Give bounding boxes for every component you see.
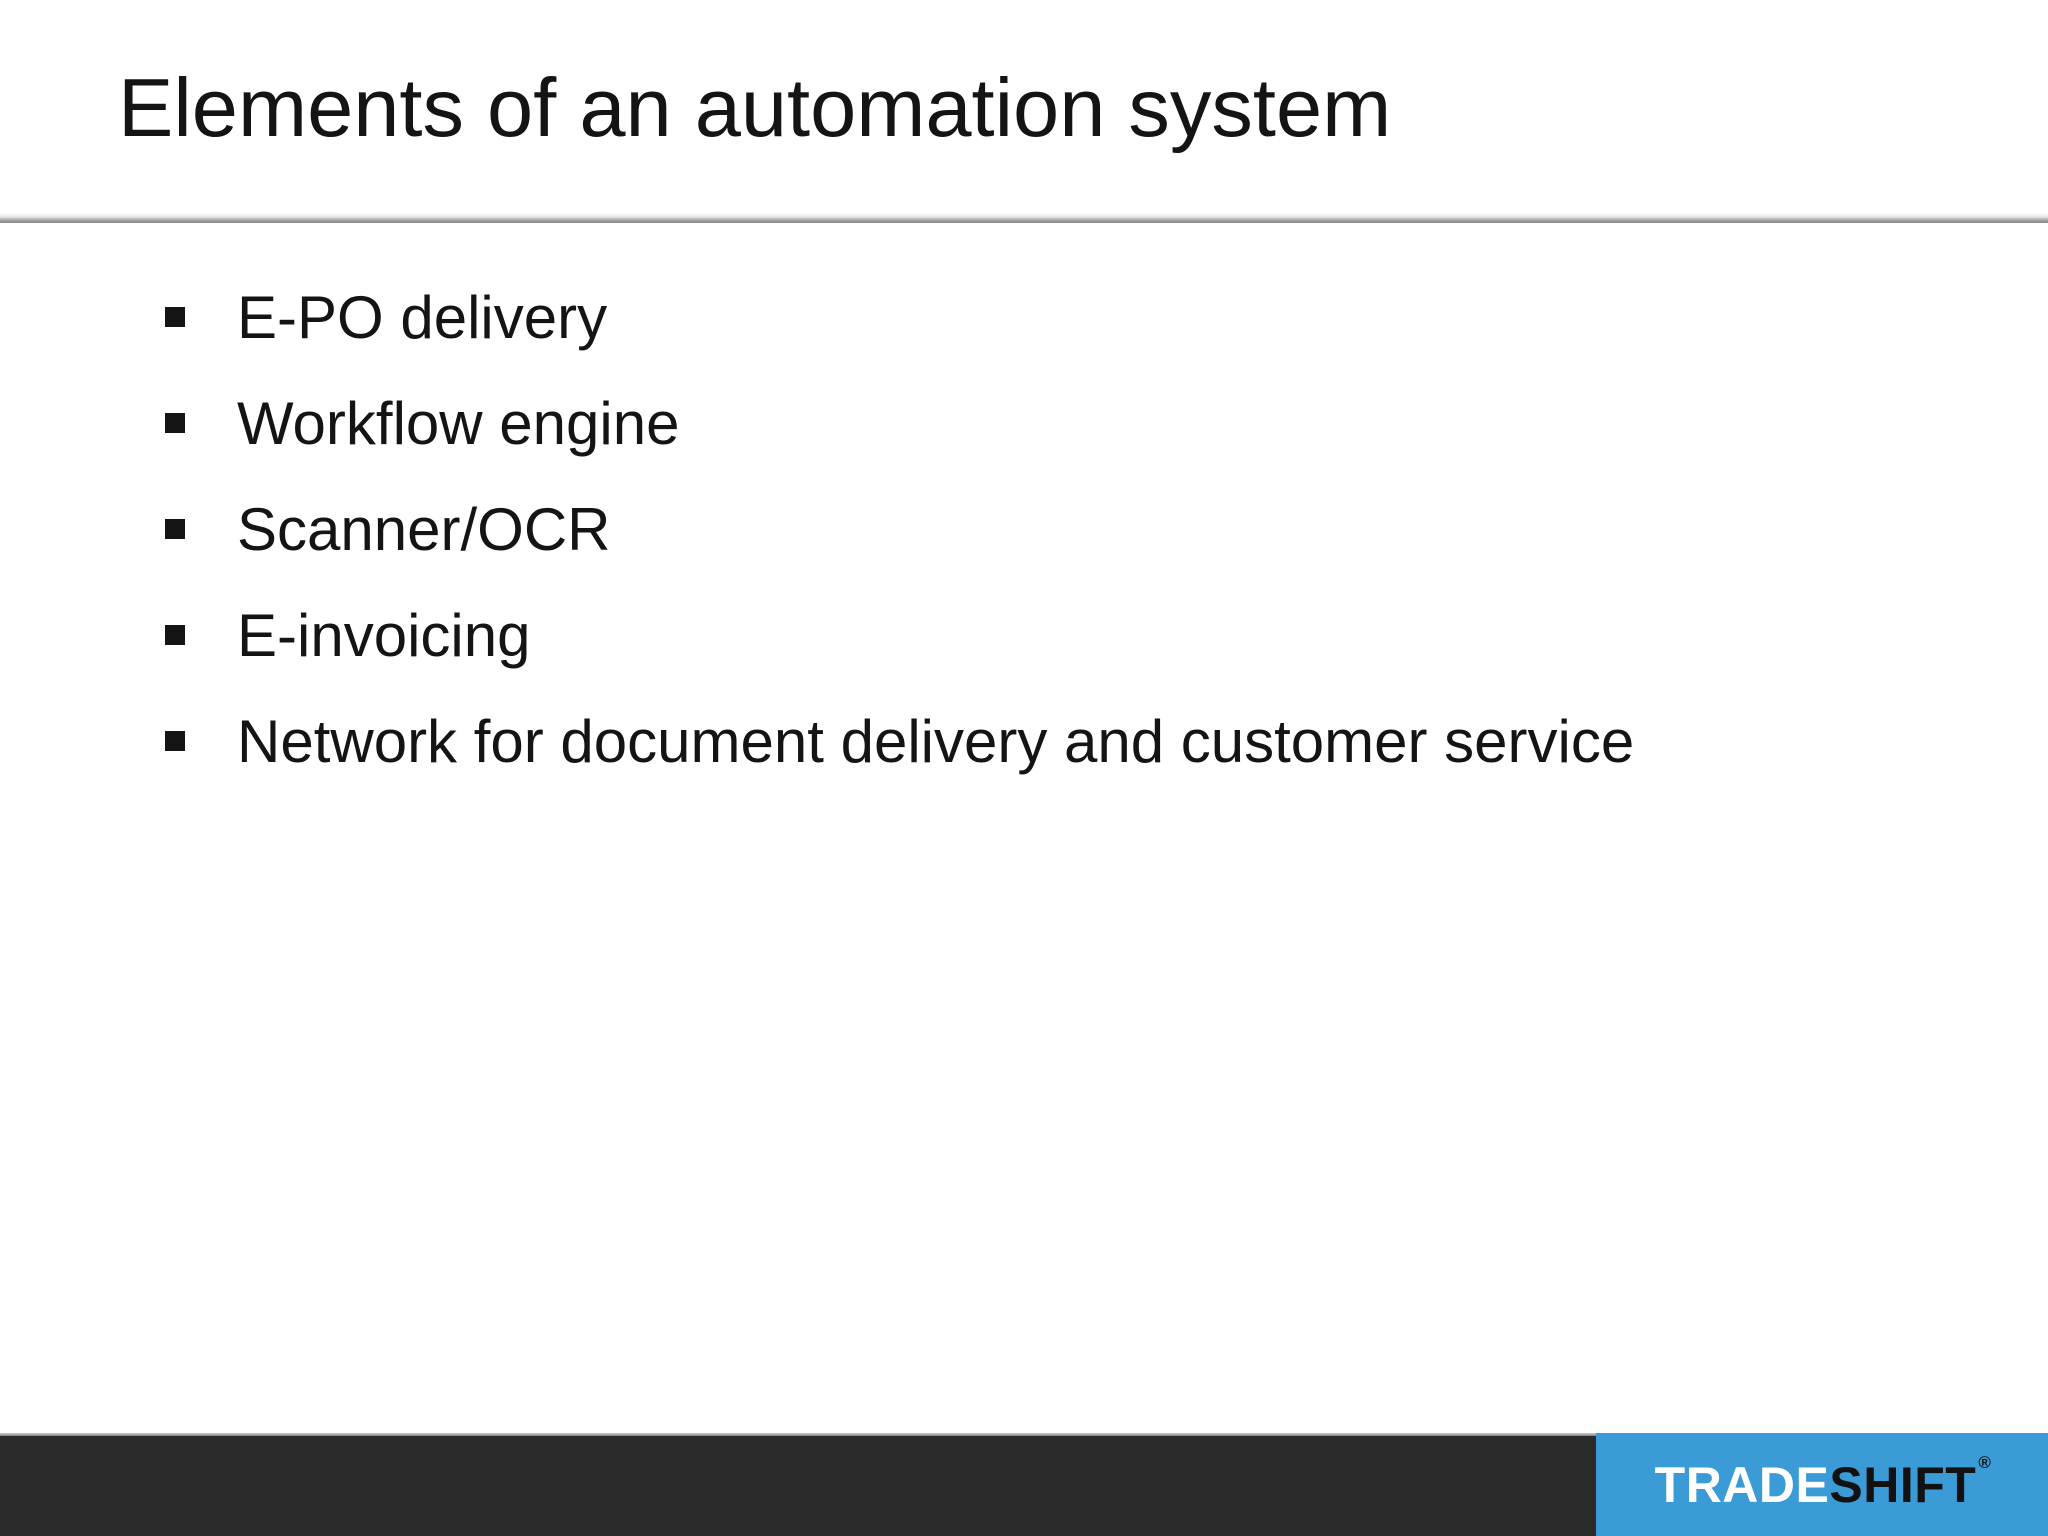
registered-trademark-icon: ® — [1978, 1452, 1992, 1472]
list-item: E-PO delivery — [165, 264, 1988, 370]
bullet-text: E-invoicing — [237, 601, 531, 669]
slide-title: Elements of an automation system — [118, 61, 1392, 154]
title-divider — [0, 213, 2048, 223]
bullet-text: Scanner/OCR — [237, 495, 611, 563]
bullet-text: E-PO delivery — [237, 283, 608, 351]
bullet-square-icon — [165, 731, 185, 751]
bullet-square-icon — [165, 307, 185, 327]
list-item: E-invoicing — [165, 582, 1988, 688]
list-item: Scanner/OCR — [165, 476, 1988, 582]
logo-trade-text: TRADE — [1654, 1456, 1830, 1513]
bullet-text: Workflow engine — [237, 389, 680, 457]
list-item: Network for document delivery and custom… — [165, 688, 1988, 794]
tradeshift-wordmark: TRADESHIFT® — [1654, 1454, 1991, 1513]
bullet-list: E-PO delivery Workflow engine Scanner/OC… — [165, 264, 1988, 794]
logo-shift-text: SHIFT — [1829, 1456, 1977, 1513]
bullet-square-icon — [165, 625, 185, 645]
tradeshift-logo: TRADESHIFT® — [1596, 1433, 2048, 1536]
bullet-text: Network for document delivery and custom… — [237, 707, 1635, 775]
list-item: Workflow engine — [165, 370, 1988, 476]
bullet-square-icon — [165, 519, 185, 539]
bullet-square-icon — [165, 413, 185, 433]
